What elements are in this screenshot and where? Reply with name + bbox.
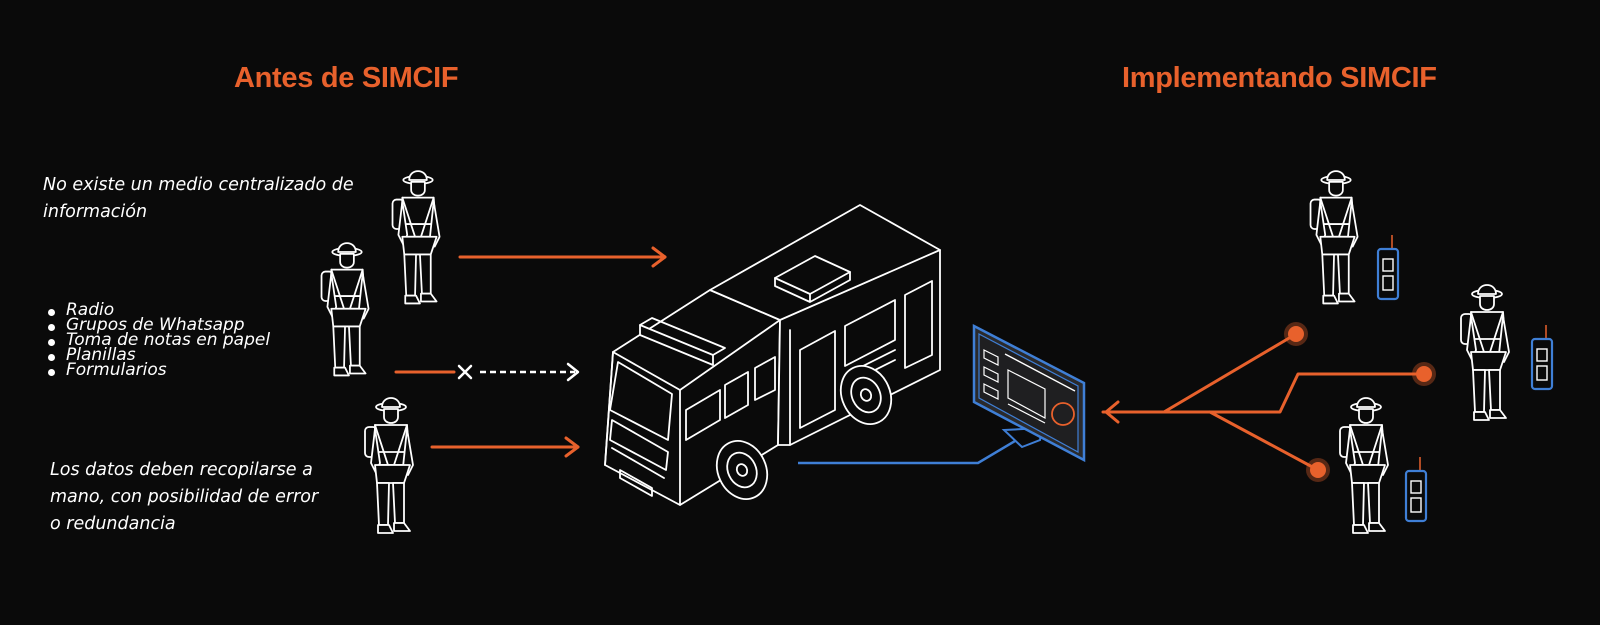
node-dot xyxy=(1306,458,1330,482)
note-no-central-info: No existe un medio centralizado de infor… xyxy=(43,175,354,222)
list-item: Formularios xyxy=(47,362,270,379)
node-dot xyxy=(1284,322,1308,346)
blocked-arrow xyxy=(394,362,580,382)
firefighter-icon xyxy=(1339,397,1389,534)
node-dot xyxy=(1412,362,1436,386)
list-item: Radio xyxy=(47,302,270,319)
firefighter-icon xyxy=(1309,170,1359,305)
list-item: Planillas xyxy=(47,347,270,364)
data-network xyxy=(1101,332,1426,472)
note-manual-collection: Los datos deben recopilarse a mano, con … xyxy=(50,460,319,534)
monitor-icon xyxy=(972,323,1086,463)
list-item: Toma de notas en papel xyxy=(47,332,270,349)
firefighter-icon xyxy=(1460,284,1510,421)
radio-device-icon xyxy=(1404,455,1428,523)
info-arrow xyxy=(430,436,580,458)
firefighter-icon xyxy=(391,170,441,305)
firefighter-icon xyxy=(364,397,414,534)
radio-device-icon xyxy=(1376,233,1400,301)
information-sources-list: Radio Grupos de Whatsapp Toma de notas e… xyxy=(47,302,270,379)
list-item: Grupos de Whatsapp xyxy=(47,317,270,334)
heading-before-simcif: Antes de SIMCIF xyxy=(234,62,459,94)
fire-truck-icon xyxy=(604,204,941,506)
info-arrow xyxy=(458,246,667,268)
firefighter-icon xyxy=(320,242,370,377)
data-cable xyxy=(798,436,1021,465)
heading-implementing-simcif: Implementando SIMCIF xyxy=(1122,62,1437,94)
radio-device-icon xyxy=(1530,323,1554,391)
cross-icon xyxy=(457,364,473,380)
